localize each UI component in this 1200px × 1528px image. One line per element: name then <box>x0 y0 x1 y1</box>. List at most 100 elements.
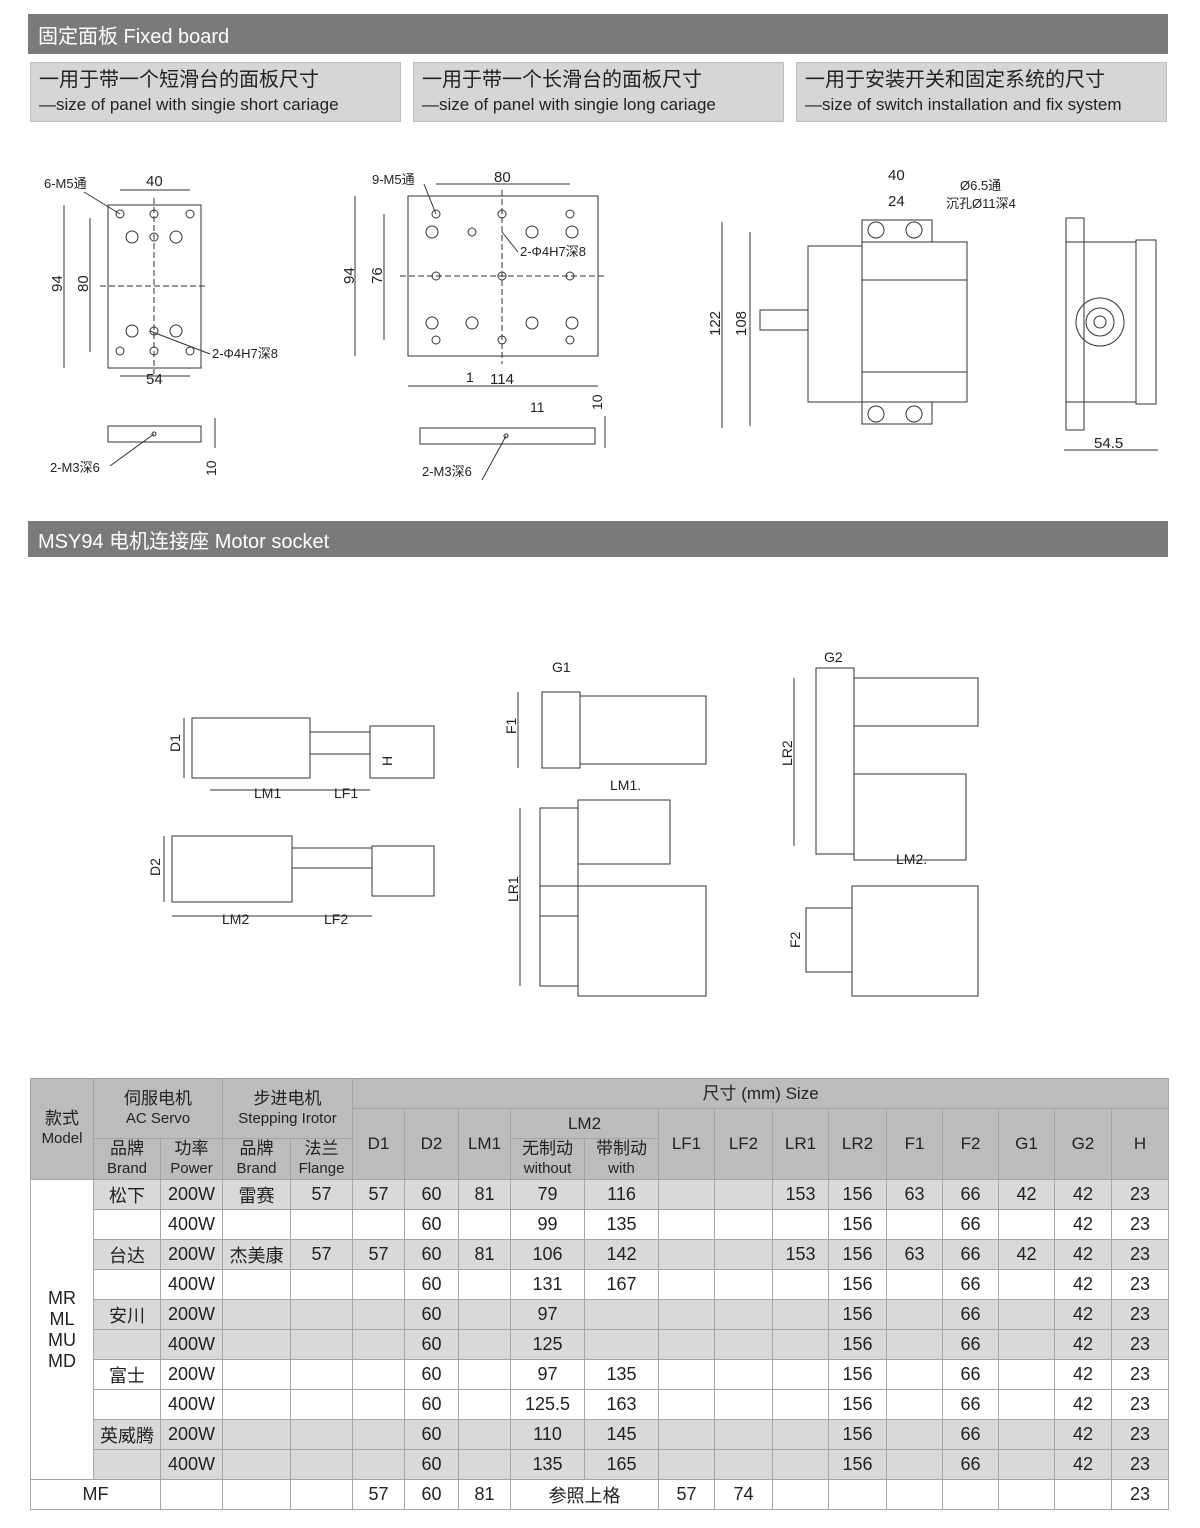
long-wtop-label: 80 <box>494 169 511 186</box>
cell-power: 200W <box>160 1419 223 1450</box>
cell-flange: 57 <box>290 1179 353 1210</box>
panel-caption-en: —size of panel with singie long cariage <box>422 95 716 114</box>
short-pin-label: 2-Φ4H7深8 <box>212 346 278 361</box>
cell-d2: 60 <box>404 1299 459 1330</box>
cell-mf-g1 <box>998 1479 1055 1510</box>
header-lm1: LM1 <box>458 1108 511 1180</box>
table-row-mf: MF 57 60 81 参照上格 57 74 23 <box>30 1479 1170 1510</box>
model-code: MD <box>48 1350 76 1371</box>
header-with-zh: 带制动 <box>596 1139 647 1158</box>
cell-d2: 60 <box>404 1209 459 1240</box>
header-f1: F1 <box>886 1108 943 1180</box>
label-lf2: LF2 <box>324 911 348 927</box>
header-lf2: LF2 <box>714 1108 773 1180</box>
cell-f1: 63 <box>886 1179 943 1210</box>
long-side-label: 2-M3深6 <box>422 464 472 479</box>
cell-f1 <box>886 1209 943 1240</box>
header-power-zh: 功率 <box>174 1139 209 1158</box>
cell-flange <box>290 1269 353 1300</box>
cell-sbrand <box>222 1299 291 1330</box>
cell-brand <box>93 1389 161 1420</box>
cell-with <box>584 1299 659 1330</box>
cell-mf-f2 <box>942 1479 999 1510</box>
cell-g1: 42 <box>998 1239 1055 1270</box>
cell-lf2 <box>714 1299 773 1330</box>
cell-without: 110 <box>510 1419 585 1450</box>
label-g2: G2 <box>824 649 843 665</box>
cell-brand: 富士 <box>93 1359 161 1390</box>
switch-winner-label: 24 <box>888 193 905 210</box>
cell-power: 400W <box>160 1209 223 1240</box>
cell-without: 125 <box>510 1329 585 1360</box>
cell-lr2: 156 <box>828 1299 887 1330</box>
cell-lf1 <box>658 1419 715 1450</box>
header-servo-en: AC Servo <box>125 1109 191 1127</box>
cell-without: 125.5 <box>510 1389 585 1420</box>
label-g1: G1 <box>552 659 571 675</box>
cell-lm1 <box>458 1359 511 1390</box>
cell-d2: 60 <box>404 1269 459 1300</box>
cell-power: 200W <box>160 1299 223 1330</box>
cell-mf-d2: 60 <box>404 1479 459 1510</box>
short-wbottom-label: 54 <box>146 371 163 388</box>
cell-d1 <box>352 1449 405 1480</box>
cell-lf1 <box>658 1239 715 1270</box>
cell-h: 23 <box>1110 1209 1170 1240</box>
cell-lf1 <box>658 1209 715 1240</box>
cell-sbrand <box>222 1389 291 1420</box>
cell-lr1 <box>772 1449 829 1480</box>
cell-power: 400W <box>160 1389 223 1420</box>
cell-d1 <box>352 1299 405 1330</box>
cell-power: 200W <box>160 1359 223 1390</box>
cell-without: 97 <box>510 1299 585 1330</box>
cell-lf2 <box>714 1269 773 1300</box>
cell-brand: 英威腾 <box>93 1419 161 1450</box>
header-lr1: LR1 <box>772 1108 829 1180</box>
cell-g1 <box>998 1269 1055 1300</box>
cell-f2: 66 <box>942 1359 999 1390</box>
cell-brand <box>93 1329 161 1360</box>
cell-h: 23 <box>1110 1299 1170 1330</box>
cell-lr2: 156 <box>828 1389 887 1420</box>
cell-lf2 <box>714 1359 773 1390</box>
cell-d2: 60 <box>404 1239 459 1270</box>
fixed-board-header: 固定面板 Fixed board <box>28 14 1168 54</box>
panel-caption-en: —size of panel with singie short cariage <box>39 95 339 114</box>
header-g2: G2 <box>1054 1108 1112 1180</box>
cell-f1 <box>886 1359 943 1390</box>
cell-d1: 57 <box>352 1239 405 1270</box>
header-power-en: Power <box>170 1160 213 1177</box>
cell-f2: 66 <box>942 1269 999 1300</box>
cell-d2: 60 <box>404 1419 459 1450</box>
header-servo-zh: 伺服电机 <box>124 1088 192 1108</box>
cell-lf1 <box>658 1179 715 1210</box>
long-houter-label: 94 <box>341 267 358 284</box>
panel-caption-short: 一用于带一个短滑台的面板尺寸 —size of panel with singi… <box>30 62 401 122</box>
cell-lf1 <box>658 1389 715 1420</box>
header-lr2: LR2 <box>828 1108 887 1180</box>
cell-g1 <box>998 1449 1055 1480</box>
cell-d1 <box>352 1389 405 1420</box>
cell-without: 79 <box>510 1179 585 1210</box>
cell-mf-lm1: 81 <box>458 1479 511 1510</box>
cell-power: 200W <box>160 1179 223 1210</box>
cell-with <box>584 1329 659 1360</box>
switch-hinner-label: 108 <box>733 311 750 336</box>
short-thick-label: 10 <box>203 460 219 476</box>
header-d1: D1 <box>352 1108 405 1180</box>
cell-mf-model: MF <box>30 1479 161 1510</box>
cell-mf-h: 23 <box>1110 1479 1170 1510</box>
cell-lr2: 156 <box>828 1239 887 1270</box>
cell-flange <box>290 1389 353 1420</box>
header-step-zh: 步进电机 <box>253 1088 322 1108</box>
header-lf1: LF1 <box>658 1108 715 1180</box>
label-f2: F2 <box>787 931 803 948</box>
